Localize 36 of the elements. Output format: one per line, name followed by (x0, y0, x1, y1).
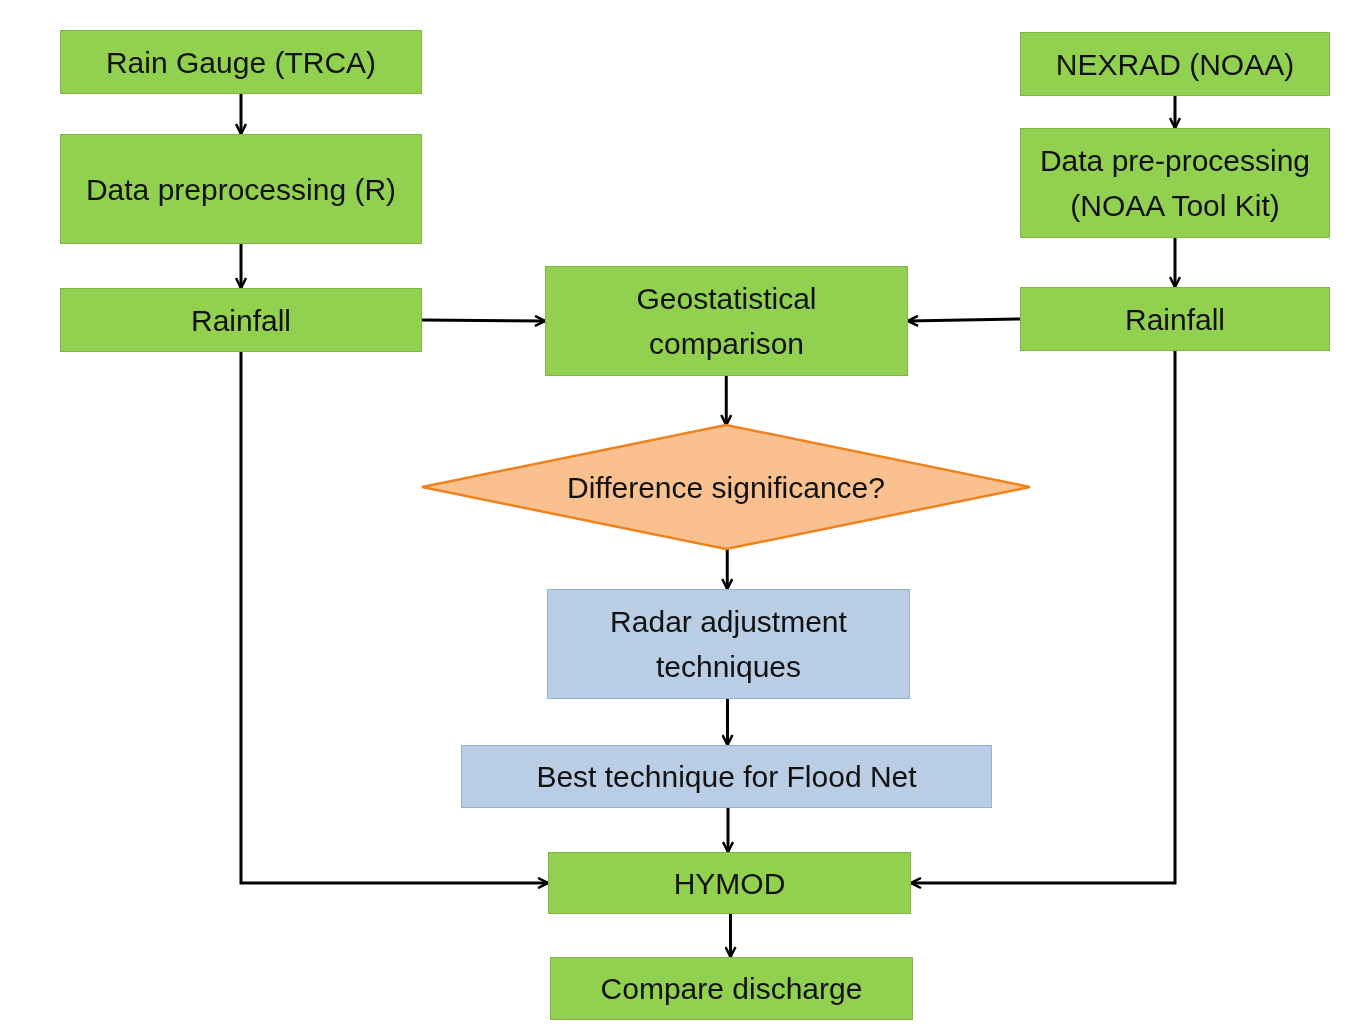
process-box (547, 589, 910, 699)
node-label: Compare discharge (600, 971, 863, 1007)
arrow (1168, 238, 1182, 289)
process-box (545, 266, 908, 376)
process-box (550, 957, 913, 1020)
node-label: Best technique for Flood Net (536, 759, 917, 795)
arrow (721, 549, 734, 591)
process-box (1020, 287, 1330, 351)
node-label: Geostatistical comparison (635, 281, 818, 362)
arrow (1168, 96, 1182, 130)
arrow (721, 808, 735, 854)
arrow (909, 351, 1177, 890)
process-box (461, 745, 992, 808)
arrow (239, 352, 550, 890)
arrow (721, 699, 734, 747)
node-label: Radar adjustment techniques (609, 604, 848, 685)
arrow (906, 314, 1021, 328)
process-box (1020, 128, 1330, 238)
arrow (724, 914, 737, 959)
arrow (234, 94, 248, 136)
process-box (548, 852, 911, 914)
node-label: Rainfall (190, 302, 292, 339)
node-label: Rain Gauge (TRCA) (105, 44, 377, 81)
node-label: Data pre-processing (NOAA Tool Kit) (1038, 143, 1312, 224)
node-label: Rainfall (1124, 301, 1226, 338)
arrow (720, 376, 733, 427)
process-box (60, 30, 422, 94)
arrow (234, 244, 248, 290)
process-box (60, 288, 422, 352)
node-label: NEXRAD (NOAA) (1055, 46, 1295, 83)
node-label: Data preprocessing (R) (85, 171, 397, 208)
node-label: HYMOD (673, 865, 786, 902)
process-box (60, 134, 422, 244)
arrow (422, 314, 547, 328)
process-box (1020, 32, 1330, 96)
node-label: Difference significance? (567, 469, 885, 506)
